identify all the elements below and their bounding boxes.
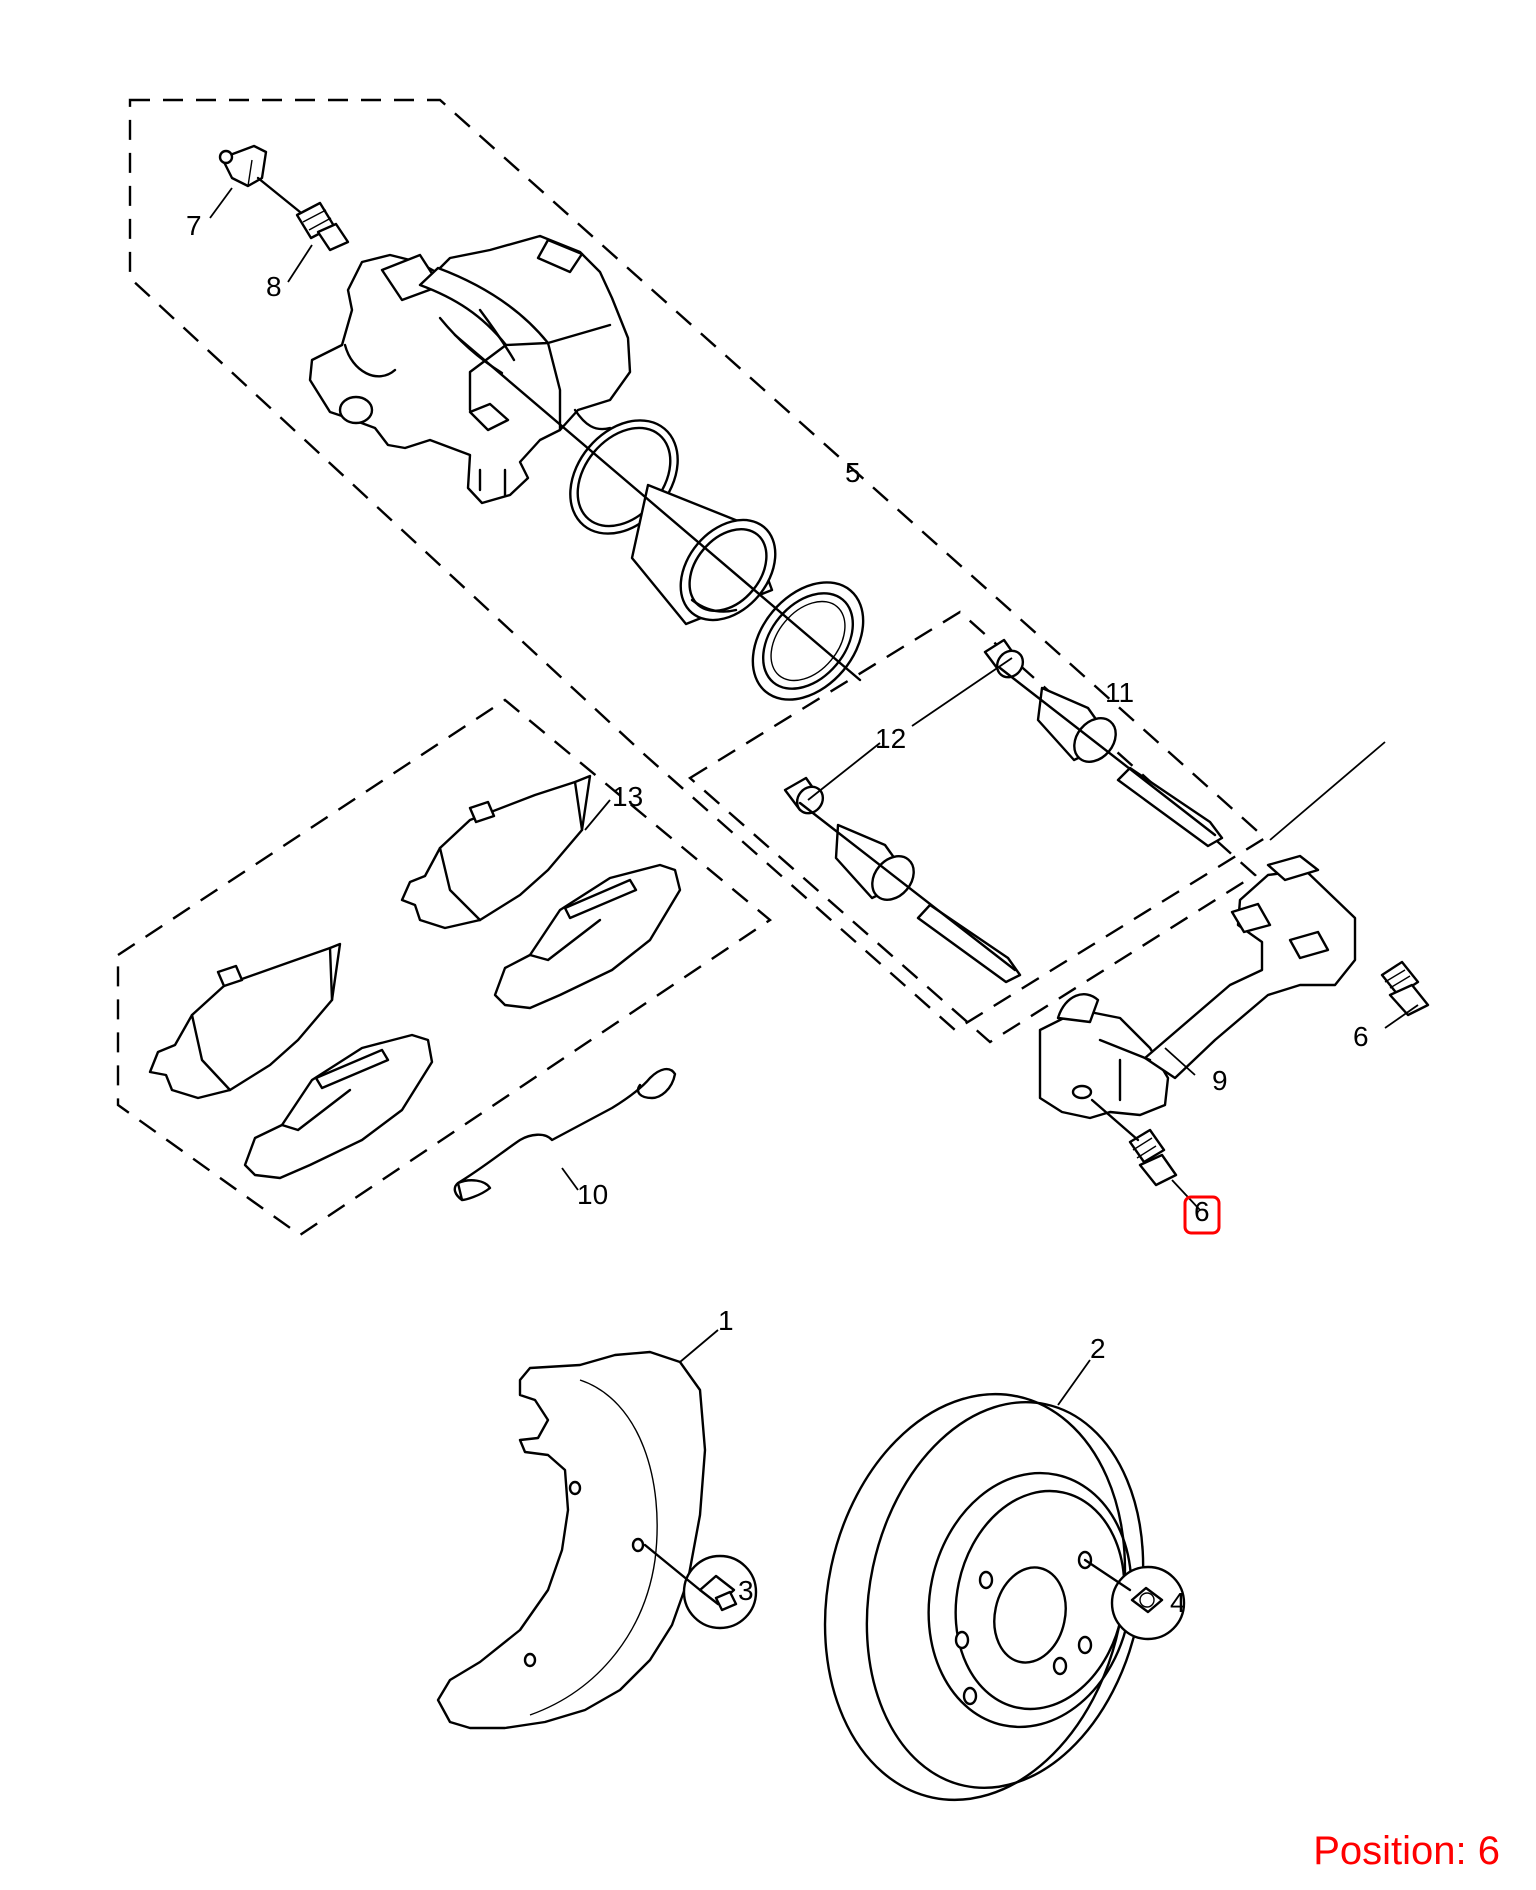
shield-screw (682, 1554, 758, 1630)
callout-4[interactable]: 4 (1170, 1587, 1186, 1618)
shield-screw-axis (643, 1543, 702, 1592)
callout-highlight-box (1183, 1195, 1221, 1235)
disc-screw-axis (1083, 1558, 1132, 1592)
guide-sleeve-lower (783, 776, 1022, 984)
leader-lines (209, 187, 1419, 1406)
callout-2[interactable]: 2 (1090, 1333, 1106, 1364)
callout-13[interactable]: 13 (612, 781, 643, 812)
bleed-axis (256, 176, 302, 214)
guide-axis-upper (998, 666, 1217, 837)
bolt-axis-lower (1090, 1098, 1140, 1142)
callout-6-upper[interactable]: 6 (1353, 1021, 1369, 1052)
position-label: Position: 6 (1313, 1829, 1500, 1873)
pad-retaining-spring (453, 1067, 677, 1202)
pad-group-boundary (116, 698, 773, 1237)
callout-6-lower[interactable]: 6 (1194, 1196, 1210, 1227)
caliper-group-boundary (128, 98, 1267, 1032)
guide-axis-lower (798, 801, 1017, 972)
bleed-screw (295, 201, 350, 252)
dust-shield (436, 1350, 707, 1730)
callout-5[interactable]: 5 (845, 457, 861, 488)
callout-7[interactable]: 7 (186, 210, 202, 241)
bleed-cap (218, 144, 268, 188)
brake-disc (823, 1392, 1145, 1802)
callout-8[interactable]: 8 (266, 271, 282, 302)
caliper-bracket (1038, 854, 1357, 1120)
callouts: 1 2 3 4 5 6 6 7 8 9 10 11 12 13 (186, 210, 1369, 1618)
guide-pin-group-boundary (687, 610, 1257, 1044)
caliper-body (308, 234, 632, 505)
callout-10[interactable]: 10 (577, 1179, 608, 1210)
disc-screw (1110, 1565, 1186, 1641)
bracket-bolt-lower (1128, 1128, 1178, 1187)
guide-sleeve-upper (983, 638, 1224, 848)
callout-12[interactable]: 12 (875, 723, 906, 754)
callout-9[interactable]: 9 (1212, 1065, 1228, 1096)
brake-pad-lower-rear (148, 942, 342, 1100)
callout-1[interactable]: 1 (718, 1305, 734, 1336)
piston-axis (453, 333, 862, 682)
callout-11[interactable]: 11 (1105, 677, 1134, 708)
brake-pad-upper-front (493, 863, 682, 1010)
group-boundaries (116, 98, 1267, 1237)
bracket-bolt-upper (1380, 960, 1430, 1017)
brake-pad-lower-front (243, 1033, 434, 1180)
piston (630, 483, 777, 626)
brake-pad-upper-rear (400, 774, 592, 930)
callout-3[interactable]: 3 (738, 1575, 754, 1606)
